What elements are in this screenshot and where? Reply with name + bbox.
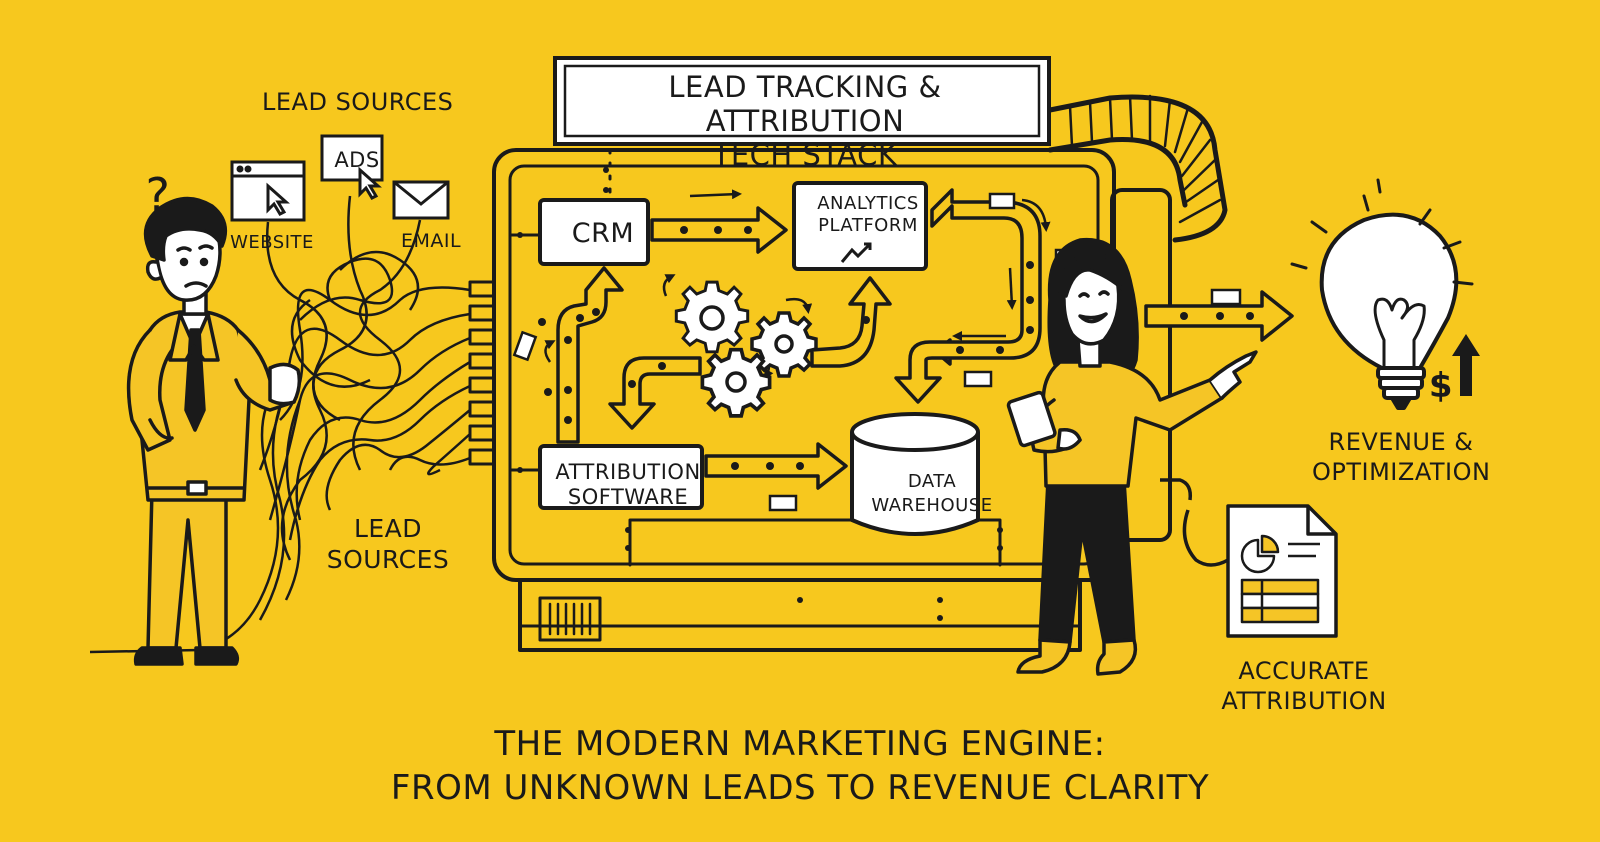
stack-title-line1: LEAD TRACKING & ATTRIBUTION	[668, 70, 942, 138]
data-dots	[538, 226, 1254, 470]
tangled-wires	[89, 195, 471, 654]
report-document-icon	[1160, 478, 1338, 638]
arrow-up-icon	[1452, 334, 1480, 396]
stack-title-line2: TECH STACK	[712, 138, 898, 172]
data-tags	[512, 192, 1242, 512]
analytics-label: ANALYTICS PLATFORM	[800, 193, 936, 237]
attribution-label: ATTRIBUTION SOFTWARE	[553, 460, 703, 510]
caption-line1: THE MODERN MARKETING ENGINE:	[494, 724, 1106, 764]
stack-title: LEAD TRACKING & ATTRIBUTION TECH STACK	[570, 70, 1040, 172]
ads-icon	[320, 134, 384, 200]
lead-sources-lower-line1: LEAD	[353, 514, 423, 543]
presenter-person	[1006, 237, 1258, 676]
lead-sources-heading: LEAD SOURCES	[262, 88, 454, 116]
attribution-label-line2: SOFTWARE	[567, 485, 689, 509]
email-label: EMAIL	[400, 230, 462, 252]
crm-box	[538, 198, 650, 266]
data-warehouse-line2: WAREHOUSE	[871, 495, 993, 516]
accurate-attribution-line2: ATTRIBUTION	[1221, 687, 1387, 715]
ads-label: ADS	[334, 148, 380, 172]
revenue-label-line2: OPTIMIZATION	[1312, 458, 1491, 486]
data-warehouse-cylinder	[850, 412, 980, 536]
revenue-label-line1: REVENUE &	[1328, 428, 1474, 456]
engine-machine	[468, 94, 1228, 652]
attribution-box	[538, 444, 704, 510]
flow-arrows	[556, 188, 1294, 490]
crm-label: CRM	[571, 218, 635, 249]
analytics-label-line1: ANALYTICS	[817, 193, 919, 214]
data-warehouse-line1: DATA	[907, 471, 957, 492]
lightbulb-icon	[1290, 178, 1474, 410]
email-icon	[392, 180, 450, 220]
caption: THE MODERN MARKETING ENGINE: FROM UNKNOW…	[0, 722, 1600, 810]
thin-arrows	[544, 189, 1051, 380]
website-icon	[230, 160, 306, 222]
data-warehouse-label: DATA WAREHOUSE	[862, 470, 1002, 518]
revenue-label: REVENUE & OPTIMIZATION	[1312, 427, 1490, 487]
trend-up-icon	[840, 242, 872, 263]
accurate-attribution-line1: ACCURATE	[1238, 657, 1370, 685]
title-sign	[553, 56, 1051, 146]
analytics-box	[792, 181, 928, 271]
gears-icon	[674, 280, 818, 418]
accurate-attribution-label: ACCURATE ATTRIBUTION	[1214, 656, 1394, 716]
confused-person	[126, 196, 302, 666]
lead-sources-lower-line2: SOURCES	[326, 545, 450, 574]
attribution-label-line1: ATTRIBUTION	[555, 460, 701, 484]
analytics-label-line2: PLATFORM	[818, 215, 918, 236]
dollar-sign-icon: $	[1428, 366, 1454, 406]
question-mark-icon: ?	[145, 168, 171, 222]
caption-line2: FROM UNKNOWN LEADS TO REVENUE CLARITY	[390, 768, 1210, 808]
website-label: WEBSITE	[230, 232, 314, 253]
light-rays	[1290, 178, 1474, 286]
lead-sources-lower-label: LEAD SOURCES	[318, 513, 458, 575]
